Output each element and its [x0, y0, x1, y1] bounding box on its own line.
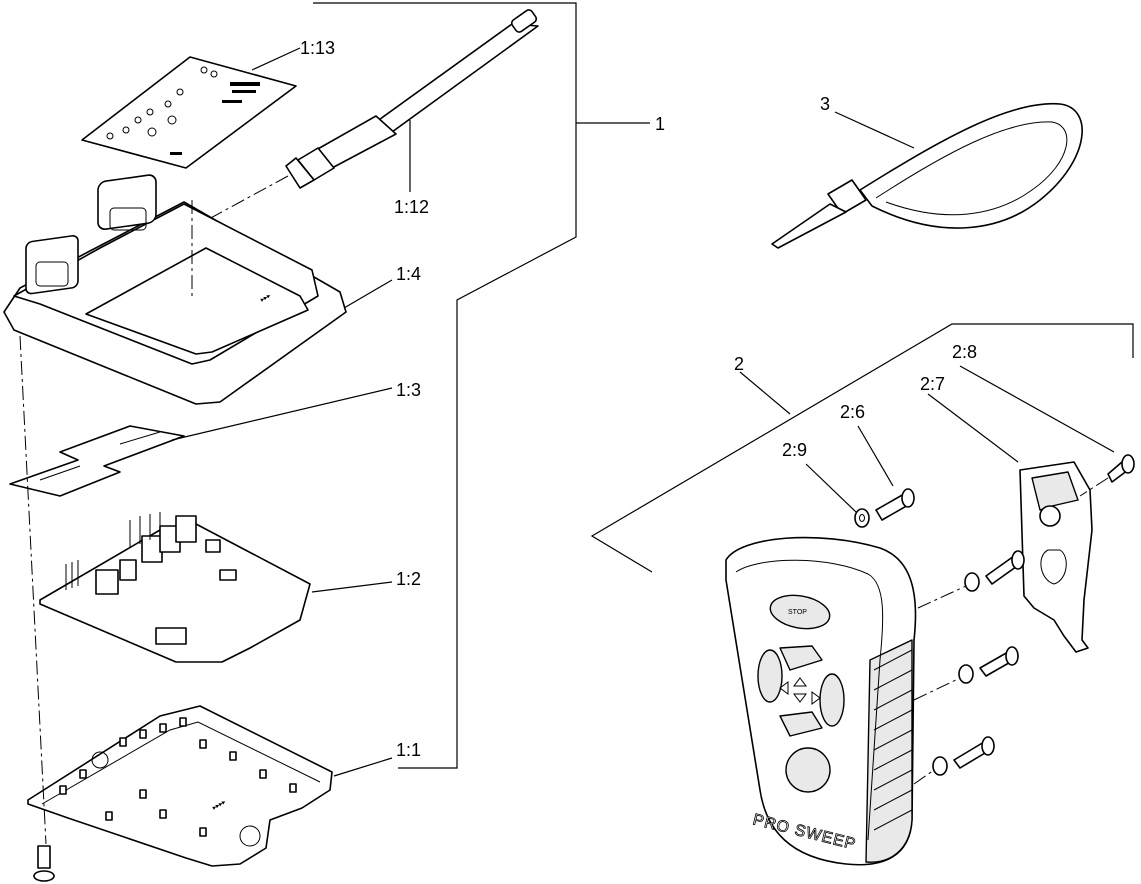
- housing-1-4: ▸▸▸: [3, 174, 393, 405]
- callout-2-6: 2:6: [840, 402, 865, 422]
- washer-2-9: [805, 463, 870, 528]
- antenna-1-12: [195, 9, 539, 227]
- circuit-board-1-2: [39, 512, 393, 663]
- stop-label: STOP: [788, 609, 807, 616]
- callout-2: 2: [734, 354, 744, 374]
- callout-2-7: 2:7: [920, 374, 945, 394]
- mounting-bracket-2-7: [927, 393, 1093, 653]
- assembly-2-bracket: [590, 323, 1134, 573]
- screw-2-6: [857, 425, 915, 521]
- plate-standoffs: [59, 717, 297, 837]
- stop-button: STOP: [769, 594, 831, 630]
- base-plate-1-1: ▸▸▸▸: [27, 705, 393, 867]
- callout-2-8: 2:8: [952, 342, 977, 362]
- callout-1-1: 1:1: [396, 740, 421, 760]
- gasket-1-3: [9, 387, 393, 497]
- callout-labels: 1 1:13 1:12 1:4 1:3 1:2 1:1 3 2 2:8 2:7 …: [300, 38, 977, 760]
- callout-2-9: 2:9: [782, 440, 807, 460]
- callout-1-4: 1:4: [396, 264, 421, 284]
- decal-1-13: [81, 47, 301, 169]
- callout-3: 3: [820, 94, 830, 114]
- callout-1-12: 1:12: [394, 197, 429, 217]
- callout-1-13: 1:13: [300, 38, 335, 58]
- extra-screws-washers: [913, 550, 1025, 785]
- screw-bottom-left: [19, 335, 55, 882]
- screw-2-8: [959, 365, 1135, 497]
- direction-buttons: [757, 645, 845, 737]
- assembly-1-bracket: [313, 2, 650, 769]
- round-button: [785, 747, 831, 793]
- callout-1: 1: [655, 114, 665, 134]
- cable-tie-3: [771, 102, 1083, 249]
- svg-text:▸▸▸: ▸▸▸: [260, 292, 273, 304]
- callout-1-3: 1:3: [396, 380, 421, 400]
- callout-1-2: 1:2: [396, 569, 421, 589]
- remote-control: STOP PRO SWEEP: [725, 536, 917, 866]
- remote-ribs: [873, 649, 913, 831]
